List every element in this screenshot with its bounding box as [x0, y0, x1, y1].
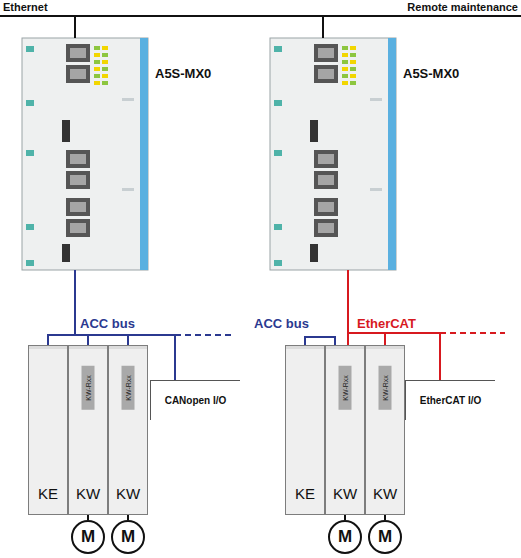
box-label: KW	[333, 485, 357, 502]
box-label: KE	[295, 485, 315, 502]
device-name: A5S-MX0	[155, 66, 211, 81]
acc-bus-line	[48, 270, 75, 345]
bus-label: EtherCAT	[357, 316, 416, 331]
motor-symbol: M	[338, 527, 352, 547]
box-label: KE	[38, 485, 58, 502]
module-type-label: KW-Rxx	[122, 366, 135, 410]
device-name: A5S-MX0	[403, 66, 459, 81]
ethernet-line	[323, 15, 521, 17]
cable-line	[75, 16, 323, 38]
box-label: CANopen I/O	[165, 395, 227, 406]
box-label: EtherCAT I/O	[420, 395, 481, 406]
acc-bus-line	[75, 270, 88, 345]
motor-circle: M	[111, 520, 145, 554]
io-box: EtherCAT I/O	[405, 380, 495, 420]
io-box: CANopen I/O	[150, 380, 240, 420]
network-label: Ethernet	[3, 1, 48, 13]
drive-module: KW KW-Rxx	[365, 345, 405, 515]
bus-extension	[175, 334, 232, 336]
module-type-label: KW-Rxx	[339, 366, 352, 410]
motor-symbol: M	[121, 527, 135, 547]
box-label: KW	[116, 485, 140, 502]
motor-circle: M	[71, 520, 105, 554]
bus-label: ACC bus	[254, 316, 309, 331]
acc-bus-line	[305, 337, 335, 345]
motor-circle: M	[368, 520, 402, 554]
box-label: KW	[76, 485, 100, 502]
network-label: Remote maintenance	[407, 1, 518, 13]
module-type-label: KW-Rxx	[82, 366, 95, 410]
box-label: KW	[373, 485, 397, 502]
bus-extension	[440, 332, 505, 334]
motor-symbol: M	[378, 527, 392, 547]
drive-module: KW KW-Rxx	[108, 345, 148, 515]
acc-bus-line	[75, 270, 128, 345]
module-type-label: KW-Rxx	[379, 366, 392, 410]
motor-circle: M	[328, 520, 362, 554]
bus-label: ACC bus	[80, 316, 135, 331]
controller-illustration	[22, 38, 148, 270]
ethernet-line	[0, 15, 75, 17]
controller-illustration	[270, 38, 396, 270]
supply-module: KE	[285, 345, 325, 515]
controller-unit: A5S-MX0	[270, 38, 396, 270]
motor-symbol: M	[81, 527, 95, 547]
drive-module: KW KW-Rxx	[68, 345, 108, 515]
controller-unit: A5S-MX0	[22, 38, 148, 270]
supply-module: KE	[28, 345, 68, 515]
drive-module: KW KW-Rxx	[325, 345, 365, 515]
